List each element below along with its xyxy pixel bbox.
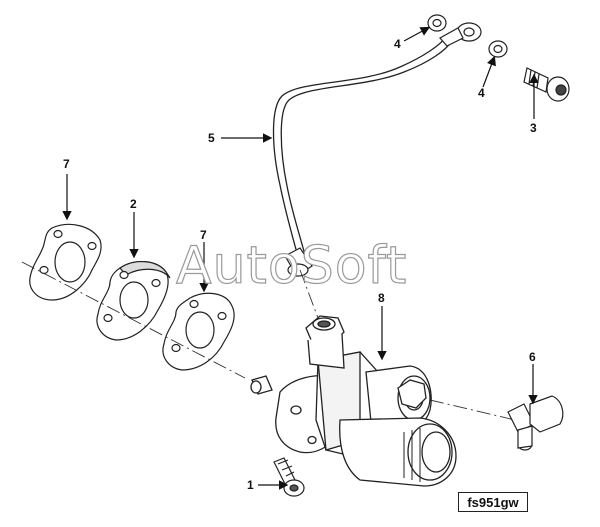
alignment-centerline	[21, 261, 516, 421]
elbow-fitting	[507, 395, 564, 451]
gasket-right	[162, 292, 235, 371]
spacer-plate	[96, 261, 171, 341]
fuel-pump-assembly	[250, 315, 457, 487]
callout-8: 8	[378, 291, 385, 305]
callout-6: 6	[529, 350, 536, 364]
callout-3: 3	[530, 121, 537, 135]
watermark-text: AutoSoft	[176, 236, 407, 296]
banjo-bolt	[523, 67, 570, 102]
gasket-left	[29, 223, 102, 301]
callout-7-right: 7	[200, 228, 207, 242]
callout-4-top: 4	[394, 37, 401, 51]
callout-2: 2	[130, 197, 137, 211]
mounting-bolt	[273, 457, 305, 497]
banjo-fitting	[439, 22, 482, 47]
callout-4-bottom: 4	[478, 86, 485, 100]
fuel-line-tube	[272, 36, 453, 256]
callout-5: 5	[208, 131, 215, 145]
leader-lines	[62, 26, 539, 490]
figure-code-label: fs951gw	[458, 492, 528, 512]
tube-nut-fitting	[284, 247, 313, 277]
sealing-washer	[427, 14, 508, 58]
callout-7-left: 7	[63, 157, 70, 171]
callout-1: 1	[247, 478, 254, 492]
